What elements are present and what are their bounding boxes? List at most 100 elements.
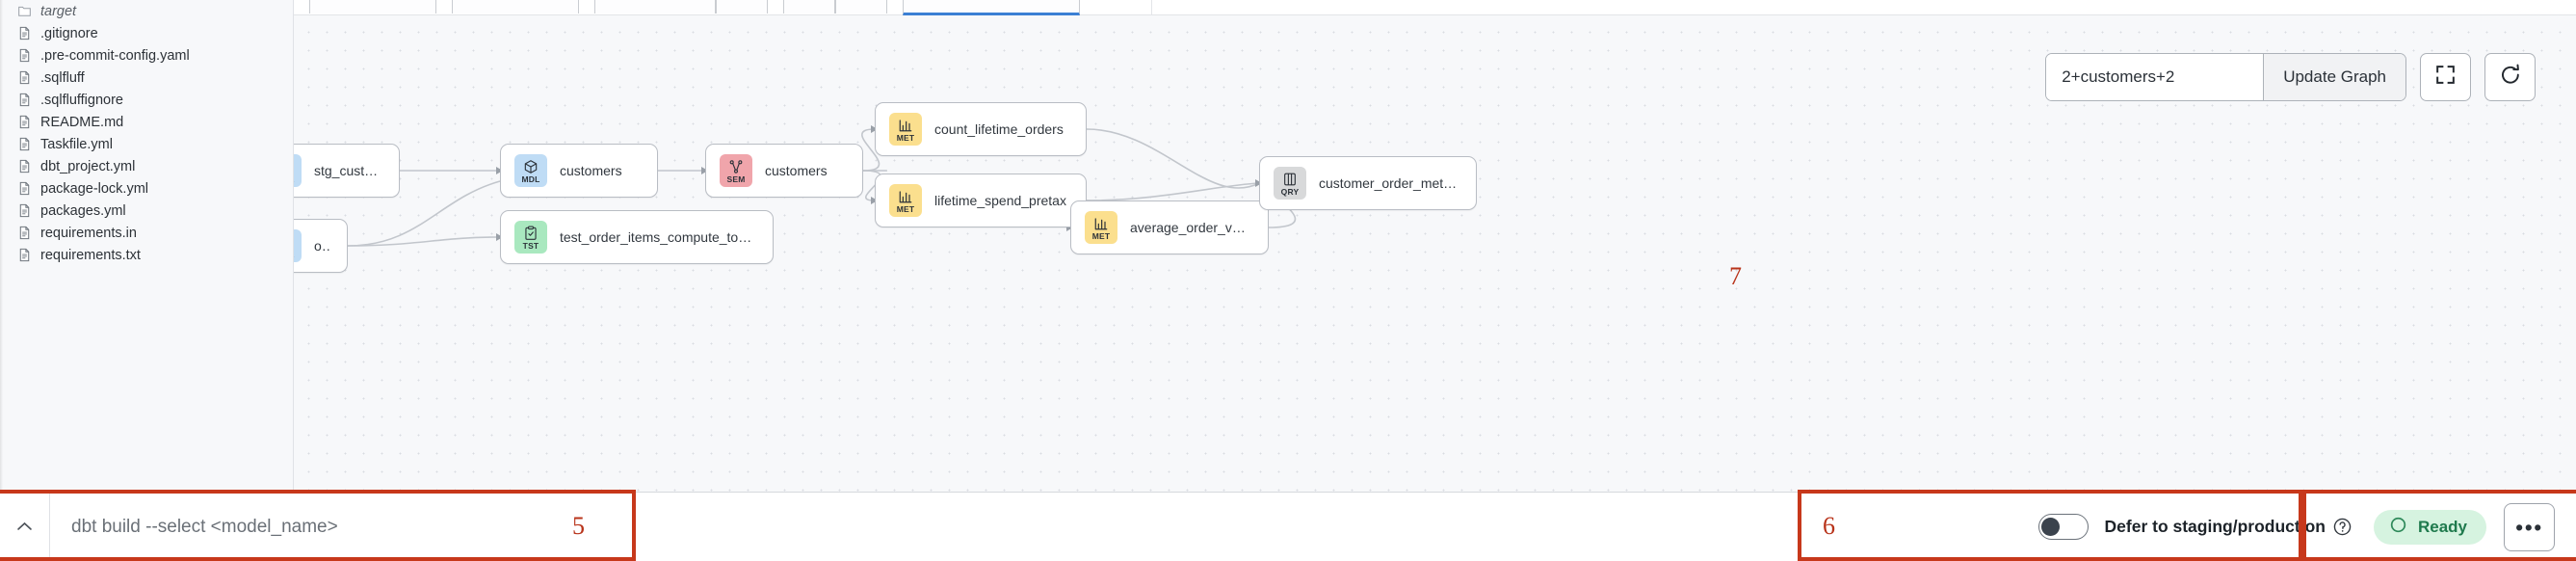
defer-toggle[interactable] bbox=[2037, 514, 2089, 540]
status-badge: Ready bbox=[2373, 509, 2486, 545]
file-row[interactable]: .sqlfluffignore bbox=[0, 89, 293, 111]
refresh-button[interactable] bbox=[2484, 53, 2536, 101]
semantic-graph-icon: SEM bbox=[720, 154, 752, 187]
file-row[interactable]: packages.yml bbox=[0, 200, 293, 222]
node-label: orders bbox=[314, 238, 331, 254]
node-kind-tag: MDL bbox=[521, 174, 540, 184]
file-name: .pre-commit-config.yaml bbox=[40, 47, 190, 64]
file-name: packages.yml bbox=[40, 202, 126, 219]
refresh-icon bbox=[2498, 63, 2523, 93]
node-label: stg_customers bbox=[314, 163, 383, 178]
editor-tab[interactable] bbox=[783, 0, 835, 13]
metric-bars-icon: MET bbox=[1085, 211, 1117, 244]
file-name: README.md bbox=[40, 114, 124, 130]
file-icon bbox=[17, 26, 40, 40]
file-row[interactable]: .sqlfluff bbox=[0, 67, 293, 89]
file-name: .sqlfluff bbox=[40, 69, 85, 86]
file-explorer-sidebar[interactable]: target .gitignore .pre-commit-config.yam… bbox=[0, 0, 294, 492]
bottom-command-bar: dbt build --select <model_name> Defer to… bbox=[0, 492, 2576, 561]
file-icon bbox=[17, 226, 40, 240]
file-row[interactable]: .pre-commit-config.yaml bbox=[0, 44, 293, 67]
node-kind-tag: SEM bbox=[726, 174, 746, 184]
dag-node-customer_order_metrics[interactable]: QRY customer_order_metrics bbox=[1259, 156, 1477, 210]
file-row[interactable]: dbt_project.yml bbox=[0, 155, 293, 177]
graph-selector-group: 2+customers+2 Update Graph bbox=[2045, 53, 2406, 101]
file-name: dbt_project.yml bbox=[40, 158, 136, 174]
toggle-knob bbox=[2041, 517, 2061, 536]
dag-graph-canvas[interactable]: MDLstg_customersMDLordersMDLcustomersTST… bbox=[294, 15, 2576, 492]
graph-selector-input[interactable]: 2+customers+2 bbox=[2046, 54, 2264, 100]
file-icon bbox=[17, 248, 40, 262]
file-icon bbox=[17, 181, 40, 196]
annotation-number-6: 6 bbox=[1823, 512, 1835, 540]
editor-tab[interactable] bbox=[309, 0, 436, 13]
annotation-number-5: 5 bbox=[572, 512, 585, 540]
file-icon bbox=[17, 93, 40, 107]
defer-label: Defer to staging/production bbox=[2104, 517, 2326, 536]
sidebar-shadow bbox=[0, 0, 3, 492]
file-icon bbox=[17, 137, 40, 151]
node-label: lifetime_spend_pretax bbox=[934, 193, 1066, 208]
fullscreen-button[interactable] bbox=[2420, 53, 2471, 101]
node-kind-tag: MET bbox=[896, 132, 915, 143]
node-label: count_lifetime_orders bbox=[934, 121, 1064, 137]
editor-tab-strip bbox=[294, 0, 2576, 15]
file-row[interactable]: target bbox=[0, 0, 293, 22]
node-label: test_order_items_compute_to_bools… bbox=[560, 229, 757, 245]
cube-icon: MDL bbox=[514, 154, 547, 187]
query-icon: QRY bbox=[1274, 167, 1306, 200]
cube-icon: MDL bbox=[294, 229, 302, 262]
node-label: customer_order_metrics bbox=[1319, 175, 1460, 191]
update-graph-button[interactable]: Update Graph bbox=[2264, 54, 2405, 100]
dag-node-customers_model[interactable]: MDL customers bbox=[500, 144, 658, 198]
file-row[interactable]: requirements.txt bbox=[0, 244, 293, 266]
dag-node-count_lifetime_orders[interactable]: MET count_lifetime_orders bbox=[875, 102, 1087, 156]
node-label: average_order_value bbox=[1130, 220, 1252, 235]
file-icon bbox=[17, 70, 40, 85]
annotation-number-7: 7 bbox=[1729, 262, 1742, 290]
file-name: .gitignore bbox=[40, 25, 98, 41]
folder-icon bbox=[17, 4, 40, 18]
node-label: customers bbox=[765, 163, 828, 178]
editor-tab[interactable] bbox=[452, 0, 579, 13]
node-kind-tag: MDL bbox=[294, 174, 295, 183]
file-row[interactable]: .gitignore bbox=[0, 22, 293, 44]
file-row[interactable]: Taskfile.yml bbox=[0, 133, 293, 155]
metric-bars-icon: MET bbox=[889, 113, 922, 146]
chevron-up-icon bbox=[15, 518, 34, 537]
more-options-button[interactable]: ••• bbox=[2504, 502, 2555, 551]
cube-icon: MDL bbox=[294, 154, 302, 187]
editor-tab[interactable] bbox=[835, 0, 887, 13]
editor-tab[interactable] bbox=[594, 0, 716, 13]
file-row[interactable]: package-lock.yml bbox=[0, 177, 293, 200]
clipboard-check-icon: TST bbox=[514, 221, 547, 254]
file-icon bbox=[17, 48, 40, 63]
file-name: .sqlfluffignore bbox=[40, 92, 123, 108]
file-row[interactable]: requirements.in bbox=[0, 222, 293, 244]
dag-node-test_order_items[interactable]: TST test_order_items_compute_to_bools… bbox=[500, 210, 774, 264]
file-row[interactable]: README.md bbox=[0, 111, 293, 133]
editor-tab-active[interactable] bbox=[903, 0, 1080, 15]
file-name: package-lock.yml bbox=[40, 180, 149, 197]
help-circle-icon[interactable] bbox=[2332, 517, 2353, 537]
command-input[interactable]: dbt build --select <model_name> bbox=[71, 516, 338, 537]
editor-tab[interactable] bbox=[716, 0, 768, 13]
file-name: requirements.in bbox=[40, 225, 137, 241]
dag-node-stg_orders[interactable]: MDL orders bbox=[294, 219, 348, 273]
node-kind-tag: MDL bbox=[294, 250, 295, 258]
node-label: customers bbox=[560, 163, 622, 178]
file-list: target .gitignore .pre-commit-config.yam… bbox=[0, 0, 293, 266]
fullscreen-icon bbox=[2433, 63, 2458, 92]
dag-node-average_order_value[interactable]: MET average_order_value bbox=[1070, 200, 1269, 254]
dag-node-stg_customers[interactable]: MDL stg_customers bbox=[294, 144, 400, 198]
status-circle-icon bbox=[2389, 516, 2407, 539]
command-history-toggle[interactable] bbox=[0, 492, 50, 561]
node-kind-tag: QRY bbox=[1280, 186, 1300, 197]
node-kind-tag: TST bbox=[522, 240, 539, 251]
toolbar-divider bbox=[2263, 54, 2265, 100]
dag-node-customers_sem[interactable]: SEM customers bbox=[705, 144, 863, 198]
status-label: Ready bbox=[2417, 517, 2467, 536]
dag-edges bbox=[347, 125, 1297, 247]
